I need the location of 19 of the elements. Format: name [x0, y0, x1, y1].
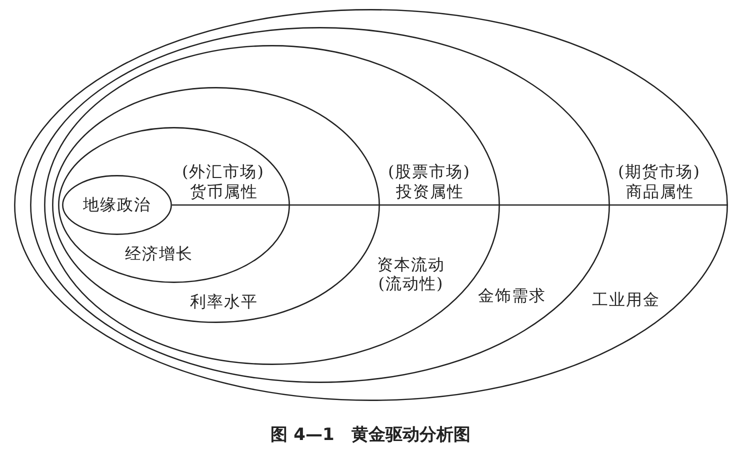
ellipse-region — [52, 87, 380, 323]
ellipse-region — [14, 9, 728, 401]
market-label: (期货市场) — [618, 162, 700, 181]
factor-label: 资本流动(流动性) — [376, 255, 446, 293]
factor-label: 利率水平 — [190, 292, 258, 311]
factor-label: 金饰需求 — [478, 286, 546, 305]
ellipse-region — [62, 175, 172, 235]
attribute-label: 商品属性 — [626, 182, 694, 201]
attribute-label: 投资属性 — [396, 182, 464, 201]
attribute-label: 货币属性 — [190, 182, 258, 201]
factor-label: 地缘政治 — [83, 195, 151, 214]
ellipse-region — [30, 27, 610, 383]
figure-caption: 图 4—1 黄金驱动分析图 — [270, 424, 470, 446]
market-label: (外汇市场) — [182, 162, 264, 181]
divider-line — [172, 204, 728, 206]
factor-label: 工业用金 — [592, 290, 660, 309]
factor-label: 经济增长 — [125, 244, 193, 263]
ellipse-region — [58, 127, 290, 283]
market-label: (股票市场) — [388, 162, 470, 181]
